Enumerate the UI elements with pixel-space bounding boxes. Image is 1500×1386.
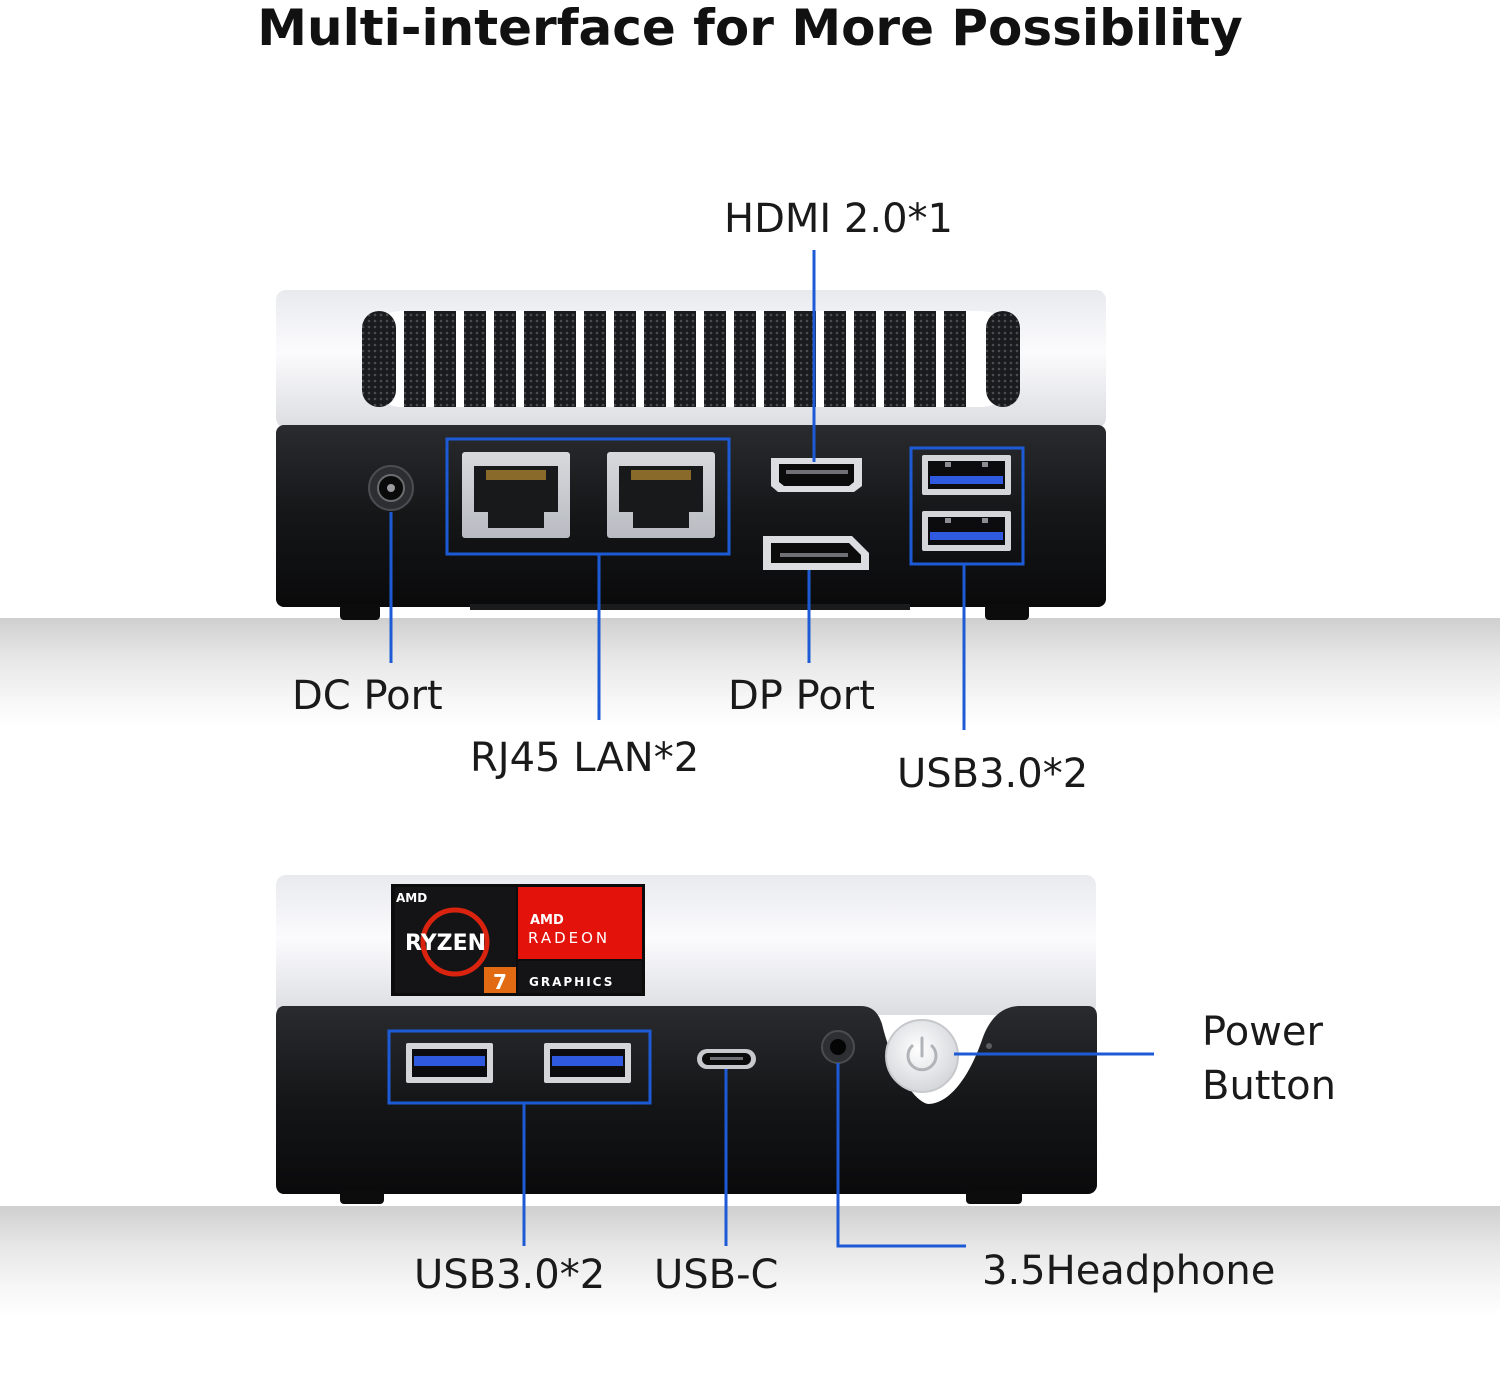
rj45-port-2 (607, 452, 715, 538)
power-icon (906, 1044, 938, 1072)
power-button (885, 1019, 992, 1093)
badge-radeon: RADEON (528, 929, 610, 947)
page-title: Multi-interface for More Possibility (257, 0, 1243, 57)
hdmi-label: HDMI 2.0*1 (724, 196, 953, 242)
usb-port-front-1 (406, 1043, 493, 1083)
usb-front-label: USB3.0*2 (414, 1252, 606, 1298)
front-shelf (0, 1206, 1500, 1316)
usb-port-rear-2 (922, 511, 1011, 551)
badge-tier: 7 (493, 970, 507, 994)
badge-amd-radeon: AMD (530, 913, 564, 928)
front-bottom-shell (276, 1006, 1097, 1194)
dc-port (368, 465, 414, 511)
dp-port (763, 536, 869, 570)
headphone-jack (821, 1030, 855, 1064)
usb-c-port (697, 1049, 756, 1069)
power-button-label-line1: Power (1202, 1009, 1323, 1055)
badge-ryzen: RYZEN (405, 931, 486, 956)
usb-rear-label: USB3.0*2 (897, 751, 1089, 797)
rj45-port-1 (462, 452, 570, 538)
hdmi-port (771, 458, 862, 492)
vent-grille (362, 311, 1020, 407)
rear-device (276, 250, 1106, 730)
usb-port-rear-1 (922, 455, 1011, 495)
amd-ryzen-radeon-badge: AMD RYZEN 7 AMD RADEON GRAPHICS (391, 884, 645, 996)
rj45-lan-label: RJ45 LAN*2 (470, 735, 700, 781)
badge-amd-small: AMD (396, 891, 427, 905)
dp-port-label: DP Port (728, 673, 875, 719)
front-device: AMD RYZEN 7 AMD RADEON GRAPHICS (276, 875, 1154, 1248)
usb-rear-highlight-box (909, 446, 1025, 566)
headphone-leader (836, 1063, 966, 1248)
lan-highlight-box (445, 437, 731, 556)
usb-front-highlight-box (387, 1029, 652, 1105)
usb-port-front-2 (544, 1043, 631, 1083)
usb-c-label: USB-C (654, 1252, 779, 1298)
rear-shelf (0, 618, 1500, 728)
headphone-label: 3.5Headphone (982, 1248, 1276, 1294)
dc-port-label: DC Port (292, 673, 443, 719)
badge-graphics: GRAPHICS (529, 975, 614, 989)
power-button-label-line2: Button (1202, 1063, 1336, 1109)
